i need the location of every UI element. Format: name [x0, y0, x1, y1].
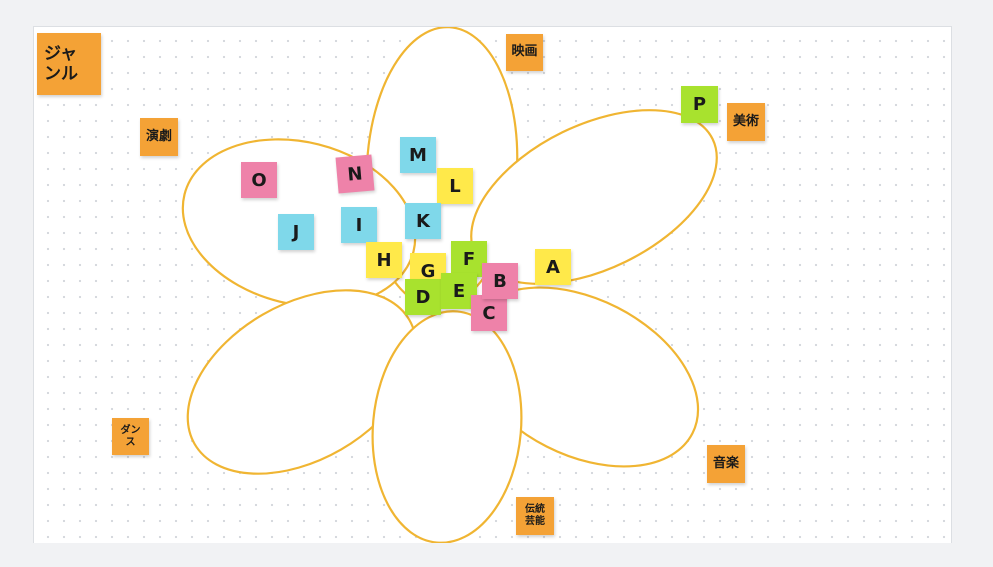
sticky-note-i[interactable]: I [341, 207, 377, 243]
genre-traditional-sticky[interactable]: 伝統芸能 [516, 497, 554, 535]
sticky-note-label: M [409, 144, 427, 166]
sticky-note-m[interactable]: M [400, 137, 436, 173]
genre-dance-sticky[interactable]: ダンス [112, 418, 149, 455]
sticky-note-k[interactable]: K [405, 203, 441, 239]
sticky-note-label: L [449, 175, 461, 197]
petal-dance[interactable] [156, 252, 449, 511]
genre-theater-label: 演劇 [145, 128, 172, 144]
sticky-note-label: B [493, 270, 507, 292]
board-title: ジャンル [44, 43, 78, 84]
sticky-note-l[interactable]: L [437, 168, 473, 204]
sticky-note-label: E [452, 280, 466, 302]
sticky-note-h[interactable]: H [366, 242, 402, 278]
board-title-sticky[interactable]: ジャンル [37, 33, 101, 95]
sticky-note-label: N [346, 162, 364, 186]
sticky-note-b[interactable]: B [482, 263, 518, 299]
sticky-note-label: O [251, 169, 267, 191]
sticky-note-j[interactable]: J [278, 214, 314, 250]
sticky-note-label: I [355, 214, 363, 236]
genre-traditional-label: 伝統芸能 [525, 503, 545, 528]
sticky-note-n[interactable]: N [335, 154, 375, 194]
sticky-note-c[interactable]: C [471, 295, 507, 331]
genre-music-sticky[interactable]: 音楽 [707, 445, 745, 483]
petal-traditional[interactable] [363, 305, 531, 543]
sticky-note-label: J [292, 221, 300, 243]
sticky-note-label: D [415, 286, 431, 308]
sticky-note-label: A [546, 256, 560, 278]
sticky-note-label: C [482, 302, 496, 324]
genre-art-label: 美術 [732, 113, 759, 129]
genre-theater-sticky[interactable]: 演劇 [140, 118, 178, 156]
sticky-note-label: H [376, 249, 392, 271]
whiteboard-canvas[interactable]: ジャンル 映画 美術 演劇 ダンス 音楽 伝統芸能 O N M L J I K … [33, 26, 952, 543]
genre-art-sticky[interactable]: 美術 [727, 103, 765, 141]
genre-film-sticky[interactable]: 映画 [506, 34, 543, 71]
sticky-note-f[interactable]: F [451, 241, 487, 277]
genre-dance-label: ダンス [120, 424, 141, 448]
sticky-note-label: F [462, 248, 476, 270]
genre-film-label: 映画 [511, 44, 538, 60]
sticky-note-p[interactable]: P [681, 86, 718, 123]
sticky-note-a[interactable]: A [535, 249, 571, 285]
sticky-note-label: K [416, 210, 430, 232]
sticky-note-d[interactable]: D [405, 279, 441, 315]
sticky-note-label: P [692, 94, 707, 115]
flower-diagram [156, 27, 718, 543]
sticky-note-o[interactable]: O [241, 162, 277, 198]
sticky-note-label: G [420, 260, 436, 282]
genre-music-label: 音楽 [712, 455, 739, 471]
